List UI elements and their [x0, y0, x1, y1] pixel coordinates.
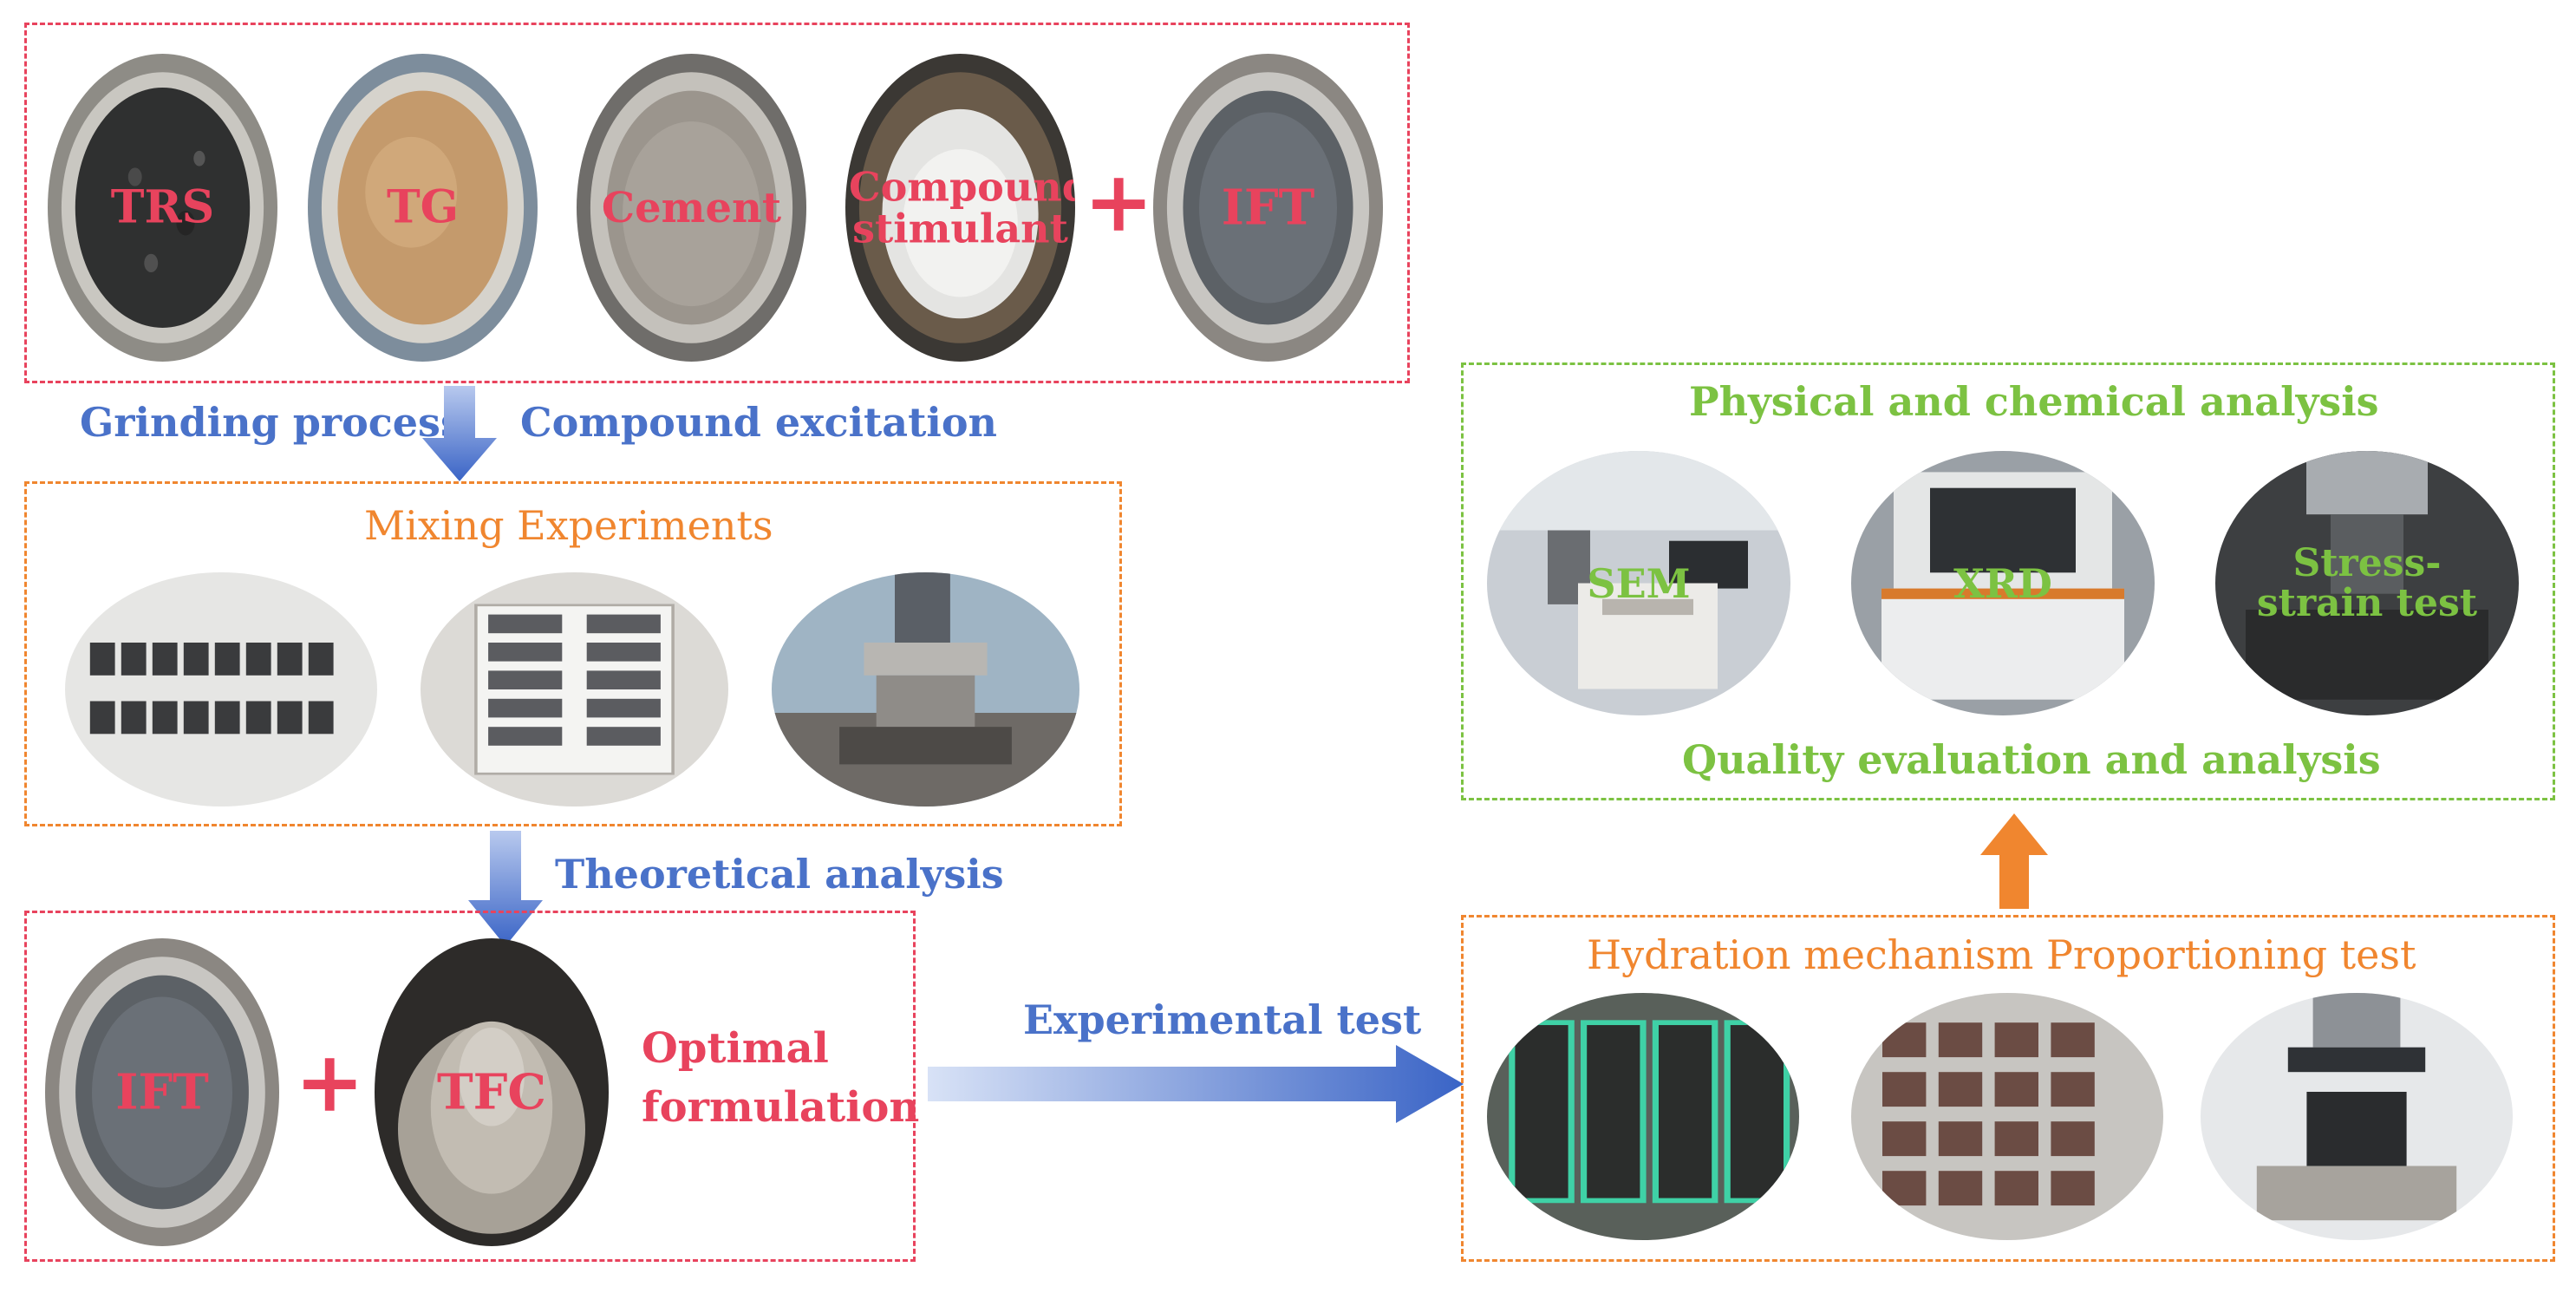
cured-molds-photo [1487, 993, 1799, 1240]
compound-stimulant-photo: Compound stimulant [845, 54, 1075, 362]
down-arrow-2 [468, 831, 543, 946]
compression-tester-photo [2201, 993, 2513, 1240]
hydration-box [1461, 915, 2555, 1262]
xrd-photo: XRD [1851, 451, 2155, 715]
ift-label-optimal: IFT [115, 1063, 209, 1121]
mixing-experiments-title: Mixing Experiments [364, 502, 773, 549]
ift-sample-photo: IFT [1153, 54, 1383, 362]
loading-press-photo [772, 572, 1079, 806]
xrd-label: XRD [1953, 559, 2052, 607]
stress-strain-photo: Stress-strain test [2215, 451, 2519, 715]
plus-sign-optimal: + [295, 1033, 365, 1131]
compound-stimulant-label: Compound stimulant [845, 166, 1075, 250]
labeled-specimens-photo [421, 572, 728, 806]
down-arrow-1 [422, 386, 497, 481]
sem-label: SEM [1587, 559, 1691, 607]
tfc-photo: TFC [375, 938, 609, 1246]
compound-stimulant-text: Compound stimulant [849, 163, 1075, 252]
mixing-experiments-box [24, 481, 1122, 826]
ift-optimal-photo: IFT [45, 938, 279, 1246]
optimal-label-line1: Optimal [642, 1024, 829, 1073]
experimental-test-label: Experimental test [1023, 996, 1422, 1043]
trs-label: TRS [110, 180, 215, 234]
sem-photo: SEM [1487, 451, 1790, 715]
cube-specimens-photo [1851, 993, 2163, 1240]
optimal-formulation-box [24, 911, 916, 1262]
grinding-process-label: Grinding process [80, 399, 463, 446]
analysis-bottom-title: Quality evaluation and analysis [1682, 736, 2381, 783]
theoretical-analysis-label: Theoretical analysis [555, 851, 1004, 898]
stress-strain-label: Stress-strain test [2256, 540, 2478, 625]
compound-excitation-label: Compound excitation [520, 399, 997, 446]
specimen-molds-photo [65, 572, 377, 806]
plus-sign-top: + [1084, 153, 1154, 251]
tg-label: TG [386, 180, 460, 234]
tfc-label: TFC [437, 1063, 546, 1121]
analysis-box [1461, 362, 2555, 800]
cement-sample-photo: Cement [577, 54, 806, 362]
raw-materials-box [24, 23, 1410, 383]
ift-label-top: IFT [1221, 179, 1315, 237]
analysis-title: Physical and chemical analysis [1689, 378, 2379, 425]
trs-sample-photo: TRS [48, 54, 277, 362]
cement-label: Cement [601, 183, 782, 232]
hydration-title: Hydration mechanism Proportioning test [1587, 931, 2416, 978]
optimal-label-line2: formulation [642, 1083, 920, 1132]
right-arrow [928, 1045, 1464, 1123]
up-arrow [1980, 813, 2048, 909]
tg-sample-photo: TG [308, 54, 538, 362]
